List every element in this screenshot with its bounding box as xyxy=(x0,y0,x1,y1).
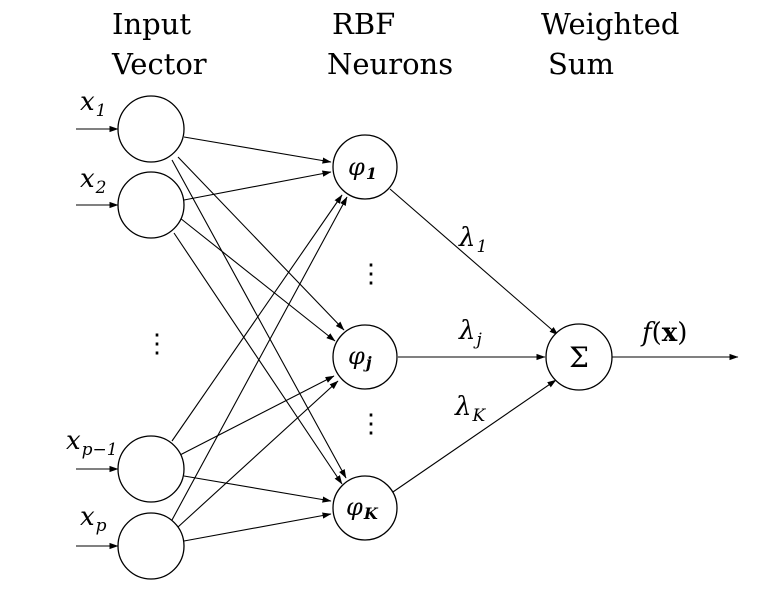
sum-header-line1: Weighted xyxy=(541,7,680,41)
rbf-header-line2: Neurons xyxy=(327,47,453,81)
rbf-neuron-k xyxy=(332,475,398,541)
rbf-neuron-k-label: φK xyxy=(346,493,379,523)
weight-label-k: λK xyxy=(454,392,486,426)
input-header-line1: Input xyxy=(112,7,191,41)
rbf-neuron-1-label: φ1 xyxy=(348,153,377,183)
rbf-neuron-j-label: φj xyxy=(348,342,372,372)
input-to-rbf-connections xyxy=(171,136,348,542)
sum-node xyxy=(545,323,613,391)
sum-header-line2: Sum xyxy=(548,47,614,81)
input-node-2 xyxy=(117,171,185,239)
input-node-p xyxy=(117,512,185,580)
rbf-neuron-1 xyxy=(332,134,398,200)
rbf-header-line1: RBF xyxy=(332,7,395,41)
input-node-p-1 xyxy=(117,435,185,503)
input-label-p: xp xyxy=(80,502,107,536)
rbf-ellipsis-lower: ⋮ xyxy=(358,409,384,439)
rbf-to-sum-connections xyxy=(389,188,559,495)
weight-label-j: λj xyxy=(458,316,482,350)
input-node-1 xyxy=(117,95,185,163)
sum-symbol: Σ xyxy=(569,341,589,374)
input-label-p-1: xp−1 xyxy=(66,426,118,460)
input-header-line2: Vector xyxy=(111,47,207,81)
input-ellipsis: ⋮ xyxy=(144,329,170,359)
input-label-2: x2 xyxy=(80,164,107,198)
output-label: f(x) xyxy=(640,318,687,348)
weight-label-1: λ1 xyxy=(458,223,487,257)
rbf-neuron-j xyxy=(332,324,398,390)
rbf-ellipsis-upper: ⋮ xyxy=(358,259,384,289)
input-label-1: x1 xyxy=(80,87,107,121)
